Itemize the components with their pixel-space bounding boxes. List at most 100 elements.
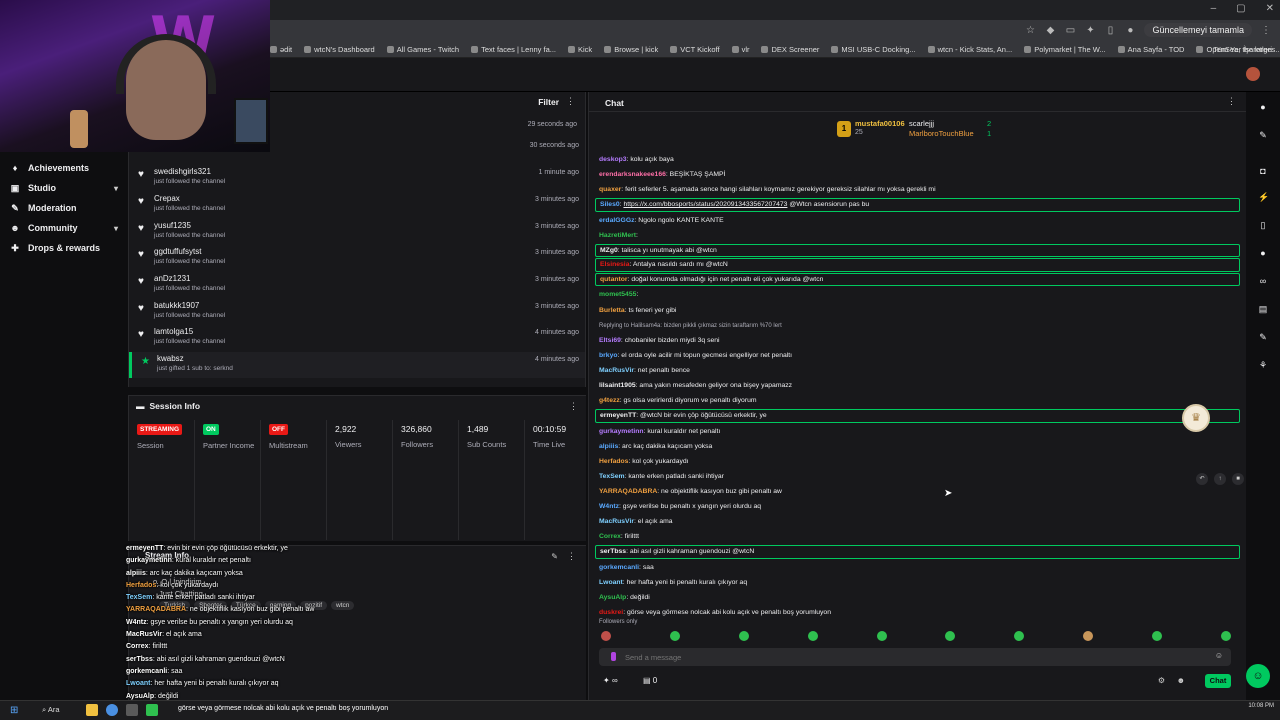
chat-message[interactable]: Eltsi69: chobaniler bizden miydi 3q seni xyxy=(595,333,1240,348)
chat-message[interactable]: lilsaint1905: ama yakın mesafeden geliyo… xyxy=(595,378,1240,393)
profile-icon[interactable]: ● xyxy=(1127,24,1134,36)
chat-message[interactable]: serTbss: abi asıl gizli kahraman guendou… xyxy=(595,545,1240,559)
chat-message[interactable]: momet5455: xyxy=(595,287,1240,302)
chat-username[interactable]: Elsinesia xyxy=(600,261,630,269)
chat-username[interactable]: HazretiMert xyxy=(599,231,637,239)
windows-start-icon[interactable]: ⊞ xyxy=(10,705,19,716)
nav-item-achievements[interactable]: ♦ Achievements xyxy=(0,158,128,178)
chat-username[interactable]: Correx xyxy=(599,533,621,541)
folder-icon[interactable] xyxy=(86,704,98,716)
chat-message[interactable]: Elsinesia: Antalya nasıldı sardı mı @wtc… xyxy=(595,258,1240,272)
gear-icon[interactable]: ⚙ xyxy=(1157,676,1165,685)
bookmark-item[interactable]: wtcn - Kick Stats, An... xyxy=(927,45,1012,54)
activity-username[interactable]: swedishgirls321 xyxy=(154,167,211,176)
bookmark-item[interactable]: OpenSea, the larges... xyxy=(1196,45,1280,54)
edit-icon[interactable]: ✎ xyxy=(551,552,558,561)
chat-username[interactable]: erdalGGGz xyxy=(599,216,635,224)
emote-icon[interactable] xyxy=(945,631,956,641)
bookmark-item[interactable]: wtcN's Dashboard xyxy=(304,45,375,54)
kebab-icon[interactable]: ⋮ xyxy=(566,96,575,106)
puzzle-icon[interactable]: ✦ xyxy=(1086,24,1095,36)
chat-message[interactable]: MacRusVir: net penaltı bence xyxy=(595,363,1240,378)
chat-username[interactable]: MacRusVir xyxy=(599,518,635,526)
chat-message[interactable]: qutantor: doğal konumda olmadığı için ne… xyxy=(595,272,1240,287)
kebab-icon[interactable]: ⋮ xyxy=(567,551,576,561)
activity-username[interactable]: anDz1231 xyxy=(154,274,191,283)
stream-tag[interactable]: wtcn xyxy=(331,601,355,610)
chat-username[interactable]: quaxer xyxy=(599,186,622,194)
activity-username[interactable]: batukkk1907 xyxy=(154,301,200,310)
chat-message[interactable]: quaxer: ferit seferler 5. aşamada sence … xyxy=(595,182,1240,197)
chat-message[interactable]: erendarksnakeee166: BEŞİKTAŞ ŞAMPİ xyxy=(595,167,1240,182)
chat-message[interactable]: W4ntz: gsye verilse bu penaltı x yangın … xyxy=(595,499,1240,514)
chat-username[interactable]: deskop3 xyxy=(599,156,627,163)
chat-username[interactable]: Herfados xyxy=(599,457,629,465)
emote-icon[interactable] xyxy=(1083,631,1094,641)
printer-icon[interactable]: ▤ xyxy=(1258,304,1268,314)
bookmark-item[interactable]: Polymarket | The W... xyxy=(1024,45,1106,54)
app-icon[interactable] xyxy=(126,704,138,716)
activity-username[interactable]: ggdtuffufsytst xyxy=(154,247,202,256)
stream-tag[interactable]: Turkish xyxy=(159,601,191,610)
friends-icon[interactable]: ☻ xyxy=(1176,676,1185,685)
emoji-icon[interactable]: ☺ xyxy=(1214,651,1223,660)
nav-item-community[interactable]: ☻ Community ▾ xyxy=(0,218,128,238)
chat-username[interactable]: erendarksnakeee166 xyxy=(599,171,666,179)
stream-tag[interactable]: Shooter xyxy=(194,601,227,610)
chat-message[interactable]: AysuAlp: değildi xyxy=(595,590,1240,605)
wrench-icon[interactable]: ✎ xyxy=(1259,332,1267,342)
nav-item-moderation[interactable]: ✎ Moderation xyxy=(0,198,128,218)
chat-message[interactable]: deskop3: kolu açık baya xyxy=(595,152,1240,167)
chat-username[interactable]: serTbss xyxy=(600,548,627,556)
stream-tag[interactable]: Türkçe xyxy=(230,601,261,610)
bookmark-star-icon[interactable]: ☆ xyxy=(1025,24,1035,36)
chat-username[interactable]: g4tezz xyxy=(599,397,620,405)
chat-message[interactable]: YARRAQADABRA: ne objektiflik kasıyon buz… xyxy=(595,484,1240,499)
chat-username[interactable]: ermeyenTT xyxy=(600,412,637,420)
chat-message[interactable]: Replying to Halilsam4a: bizden pikkli çı… xyxy=(595,318,1240,333)
chat-send-button[interactable]: Chat xyxy=(1205,674,1231,688)
link-icon[interactable]: ∞ xyxy=(1259,276,1267,286)
emote-icon[interactable] xyxy=(738,631,749,641)
chat-message[interactable]: Siles0: https://x.com/bbosports/status/2… xyxy=(595,198,1240,212)
emote-icon[interactable] xyxy=(669,631,680,641)
emote-icon[interactable] xyxy=(1220,631,1231,641)
chat-username[interactable]: momet5455 xyxy=(599,291,637,299)
chrome-icon[interactable] xyxy=(106,704,118,716)
chat-input[interactable] xyxy=(625,650,1185,664)
camera-icon[interactable]: ◘ xyxy=(1260,166,1266,176)
chevron-down-icon[interactable]: ▾ xyxy=(113,223,118,233)
all-bookmarks-button[interactable]: Tüm Yer İşaretleri xyxy=(1213,45,1272,54)
chat-message[interactable]: gorkemcanli: saa xyxy=(595,560,1240,575)
chat-link[interactable]: https://x.com/bbosports/status/202091343… xyxy=(623,201,788,209)
drops-counter[interactable]: ▤ 0 xyxy=(643,676,657,685)
chat-username[interactable]: Lwoant xyxy=(599,579,623,587)
info-icon[interactable]: ● xyxy=(1260,102,1266,112)
chat-message[interactable]: ermeyenTT: @wtcN bir evin çöp öğütücüsü … xyxy=(595,409,1240,423)
chat-username[interactable]: W4ntz xyxy=(599,503,620,511)
crown-badge-icon[interactable]: ♛ xyxy=(1182,404,1210,432)
stream-tag[interactable]: pozitif xyxy=(300,601,328,610)
bookmark-item[interactable]: vlr xyxy=(731,45,749,54)
bookmark-item[interactable]: VCT Kickoff xyxy=(670,45,720,54)
chat-username[interactable]: gurkaymetinn xyxy=(599,427,644,435)
clipboard-icon[interactable]: ▯ xyxy=(1260,220,1266,230)
share-icon[interactable]: ⚘ xyxy=(1258,360,1268,370)
chat-message[interactable]: MacRusVir: el açık ama xyxy=(595,514,1240,529)
menu-icon[interactable]: ⋮ xyxy=(1261,24,1271,36)
sidebar-toggle-icon[interactable]: ▯ xyxy=(1107,24,1114,36)
chat-username[interactable]: qutantor xyxy=(600,275,628,283)
emote-icon[interactable] xyxy=(1014,631,1025,641)
bookmark-item[interactable]: MSI USB-C Docking... xyxy=(831,45,916,54)
activity-username[interactable]: Crepax xyxy=(154,194,180,203)
delete-icon[interactable]: ■ xyxy=(1232,473,1244,485)
pin-icon[interactable]: ↑ xyxy=(1214,473,1226,485)
chat-message[interactable]: Burletta: ts feneri yer gibi xyxy=(595,303,1240,318)
channel-points[interactable]: ✦ ∞ xyxy=(603,676,618,685)
bookmark-item[interactable]: ədit xyxy=(270,45,292,54)
bookmark-item[interactable]: DEX Screener xyxy=(761,45,819,54)
app-icon[interactable] xyxy=(146,704,158,716)
bookmark-item[interactable]: Text faces | Lenny fa... xyxy=(471,45,556,54)
chat-message[interactable]: brkyo: el orda oyle acilir mi topun gecm… xyxy=(595,348,1240,363)
chat-fab-icon[interactable]: ☺ xyxy=(1246,664,1270,688)
